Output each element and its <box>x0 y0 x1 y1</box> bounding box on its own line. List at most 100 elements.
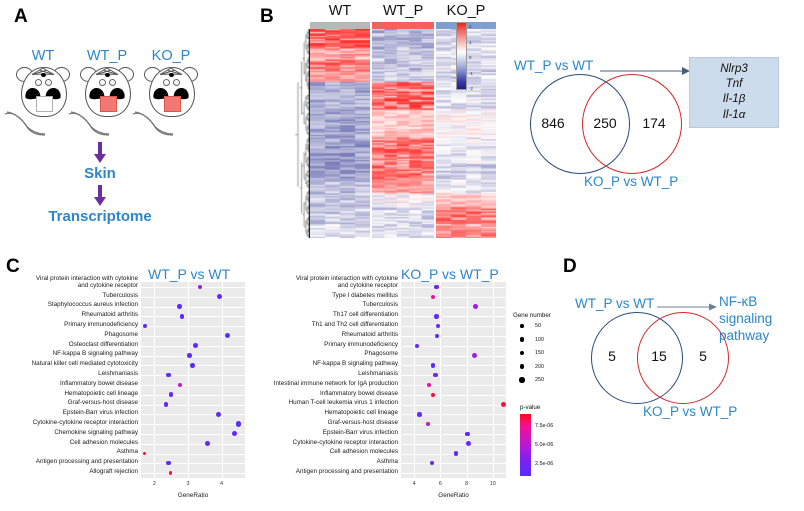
category-label-9: Leishmaniasis <box>98 369 138 377</box>
xtick-0: 2 <box>152 481 156 487</box>
gridline-h-0 <box>141 286 245 288</box>
flow-step-transcriptome: Transcriptome <box>48 207 152 225</box>
venn-circle-right <box>582 74 682 174</box>
category-label-2: Staphylococcus aureus infection <box>47 301 138 309</box>
gridline-h-4 <box>401 326 506 327</box>
dot-point[interactable] <box>434 314 439 319</box>
dot-point[interactable] <box>192 343 198 349</box>
category-label-17: Asthma <box>116 448 138 456</box>
dot-point[interactable] <box>433 372 438 378</box>
category-label-17: Cell adhesion molecules <box>329 448 398 456</box>
dot-point[interactable] <box>453 451 459 456</box>
dot-point[interactable] <box>434 333 439 339</box>
category-label-7: NF-kappa B signaling pathway <box>52 350 138 358</box>
xtick-1: 6 <box>438 481 442 487</box>
gridline-h-18 <box>401 463 506 464</box>
skin-patch <box>36 96 53 112</box>
dot-point[interactable] <box>204 441 210 447</box>
dot-point[interactable] <box>430 363 436 368</box>
dot-point[interactable] <box>431 294 436 299</box>
heatmap-column-title-wt_p: WT_P <box>383 3 424 19</box>
dot-point[interactable] <box>426 382 431 387</box>
gridline-h-10 <box>141 384 245 386</box>
flow-step-skin: Skin <box>84 165 116 182</box>
dot-point[interactable] <box>429 461 434 466</box>
gridline-h-9 <box>141 375 245 376</box>
category-label-8: Natural killer cell mediated cytotoxicit… <box>31 360 138 368</box>
dot-point[interactable] <box>434 284 439 290</box>
dot-point[interactable] <box>466 441 472 447</box>
venn-diagram-pathways: WT_P vs WT 5 15 5 KO_P vs WT_P NF-κB sig… <box>563 290 803 440</box>
panel-b-letter: B <box>260 6 274 27</box>
dot-point[interactable] <box>190 362 195 368</box>
gridline-h-9 <box>401 375 506 376</box>
panel-c: C WT_P vs WT Viral protein interaction w… <box>0 252 555 511</box>
dot-point[interactable] <box>168 471 173 475</box>
mouse-ko_p: KO_P <box>132 48 202 140</box>
category-label-19: Allograft rejection <box>89 467 138 475</box>
dot-point[interactable] <box>425 422 430 427</box>
xtick-2: 4 <box>220 481 224 487</box>
dot-point[interactable] <box>176 304 182 309</box>
gridline-h-3 <box>401 316 506 317</box>
legend-size-value-4: 250 <box>535 377 544 383</box>
gridline-h-12 <box>401 404 506 406</box>
skin-patch <box>164 96 181 112</box>
legend-pvalue-tick-1: 5.0e-06 <box>535 442 554 448</box>
gridline-h-11 <box>401 394 506 396</box>
dot-point[interactable] <box>500 401 507 408</box>
dotplot-title-left: WT_P vs WT <box>148 266 231 282</box>
dot-point[interactable] <box>472 353 477 358</box>
legend-pvalue-gradient <box>520 414 531 476</box>
venn-label-right: KO_P vs WT_P <box>584 174 679 189</box>
dot-point[interactable] <box>168 392 174 397</box>
mouse-label: KO_P <box>151 48 191 64</box>
gridline-v-3 <box>492 282 494 478</box>
category-label-0-line2: and cytokine receptor <box>77 281 138 289</box>
dot-point[interactable] <box>166 372 171 378</box>
dot-point[interactable] <box>417 412 422 417</box>
dot-point[interactable] <box>430 392 435 397</box>
dot-point[interactable] <box>464 431 470 437</box>
mouse-wt: WT <box>4 48 74 140</box>
venn-count-right: 174 <box>642 115 666 131</box>
dot-point[interactable] <box>142 451 147 456</box>
category-label-7: Phagosome <box>364 350 398 358</box>
dot-point[interactable] <box>166 461 171 466</box>
dendrogram <box>284 22 310 238</box>
gridline-h-16 <box>401 443 506 445</box>
dot-point[interactable] <box>179 313 185 319</box>
dot-point[interactable] <box>216 294 222 300</box>
dot-point[interactable] <box>435 323 440 329</box>
gridline-v-2 <box>466 282 468 478</box>
category-label-8: NF-kappa B signaling pathway <box>312 360 398 368</box>
dot-point[interactable] <box>472 304 478 309</box>
category-label-6: Osteoclast differentiation <box>68 340 138 348</box>
dotplot-plot-area-left <box>141 282 245 478</box>
gridline-h-2 <box>141 306 245 308</box>
pathway-callout-line2: signaling pathway <box>719 310 773 343</box>
legend-size-value-0: 50 <box>535 323 541 329</box>
gridline-h-5 <box>401 335 506 337</box>
gridline-h-11 <box>141 394 245 396</box>
dot-point[interactable] <box>225 333 231 339</box>
dot-point[interactable] <box>187 353 192 358</box>
dot-point[interactable] <box>216 411 222 417</box>
category-label-13: Hematopoietic cell lineage <box>324 409 398 417</box>
dot-point[interactable] <box>163 402 169 407</box>
dot-point[interactable] <box>143 324 147 329</box>
dot-point[interactable] <box>231 431 237 437</box>
venn-d-circle-right <box>637 312 729 404</box>
tail-icon <box>4 111 46 136</box>
dot-point[interactable] <box>414 343 419 348</box>
dot-point[interactable] <box>198 284 203 289</box>
venn-d-label-right: KO_P vs WT_P <box>643 404 738 419</box>
colorbar-tick-3: -1 <box>469 70 473 76</box>
dot-point[interactable] <box>235 421 241 427</box>
dot-point[interactable] <box>177 382 182 387</box>
